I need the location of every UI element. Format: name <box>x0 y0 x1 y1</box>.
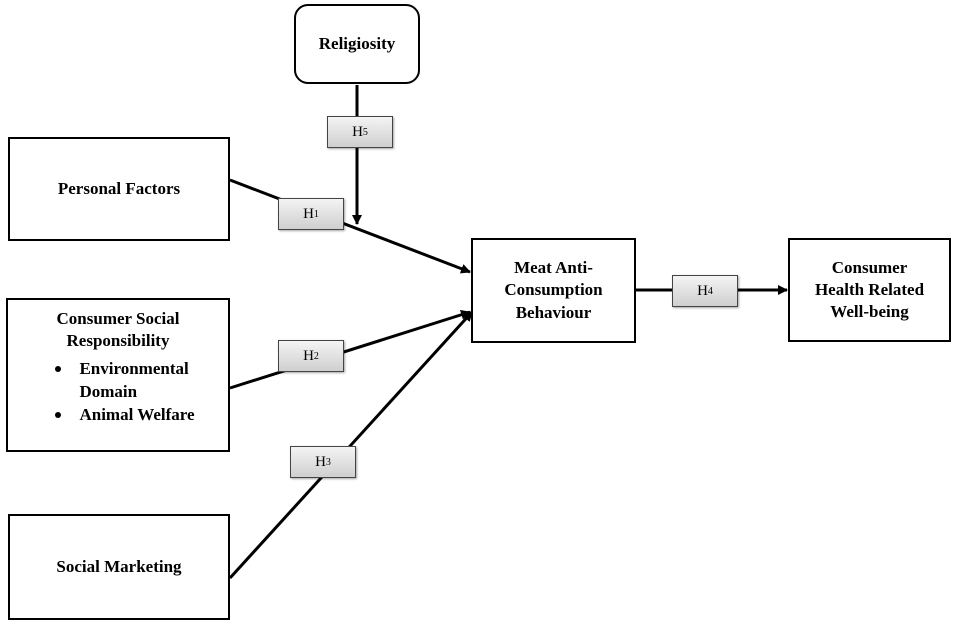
h1-number: 1 <box>313 208 319 220</box>
h4-number: 4 <box>707 285 713 297</box>
health-label-line1: Consumer <box>831 257 908 277</box>
religiosity-box: Religiosity <box>294 4 420 84</box>
csr-item-environmental-line2: Domain <box>79 382 138 402</box>
h4-letter: H <box>697 282 708 299</box>
meat-anti-consumption-box: Meat Anti- Consumption Behaviour <box>471 238 636 343</box>
h3-letter: H <box>315 453 326 470</box>
arrow-social-marketing-to-meat <box>228 310 474 580</box>
social-marketing-label: Social Marketing <box>56 556 182 576</box>
csr-bullet-list: Environmental Domain Animal Welfare <box>41 358 195 427</box>
h1-letter: H <box>303 205 314 222</box>
social-marketing-box: Social Marketing <box>8 514 230 620</box>
csr-title-line1: Consumer Social <box>56 309 180 328</box>
meat-label-line2: Consumption <box>504 280 603 300</box>
arrow-csr-to-meat <box>229 309 471 390</box>
csr-item-environmental: Environmental Domain <box>53 358 194 404</box>
consumer-health-box: Consumer Health Related Well-being <box>788 238 951 342</box>
h2-letter: H <box>303 347 314 364</box>
religiosity-label: Religiosity <box>318 33 396 53</box>
meat-label-line1: Meat Anti- <box>514 258 593 278</box>
csr-item-animal-welfare-label: Animal Welfare <box>79 405 195 425</box>
health-label-line3: Well-being <box>830 302 909 322</box>
csr-item-environmental-line1: Environmental <box>79 359 189 379</box>
h2-number: 2 <box>313 350 319 362</box>
csr-item-animal-welfare: Animal Welfare <box>53 404 195 427</box>
health-label-line2: Health Related <box>814 279 925 299</box>
csr-title-line2: Responsibility <box>66 331 170 351</box>
consumer-social-responsibility-box: Consumer Social Responsibility Environme… <box>6 298 230 452</box>
h5-number: 5 <box>362 126 368 138</box>
arrow-personal-to-meat <box>229 178 471 274</box>
h5-letter: H <box>352 123 363 140</box>
h3-number: 3 <box>325 456 331 468</box>
personal-factors-box: Personal Factors <box>8 137 230 241</box>
meat-label-line3: Behaviour <box>515 302 592 322</box>
personal-factors-label: Personal Factors <box>57 178 181 198</box>
